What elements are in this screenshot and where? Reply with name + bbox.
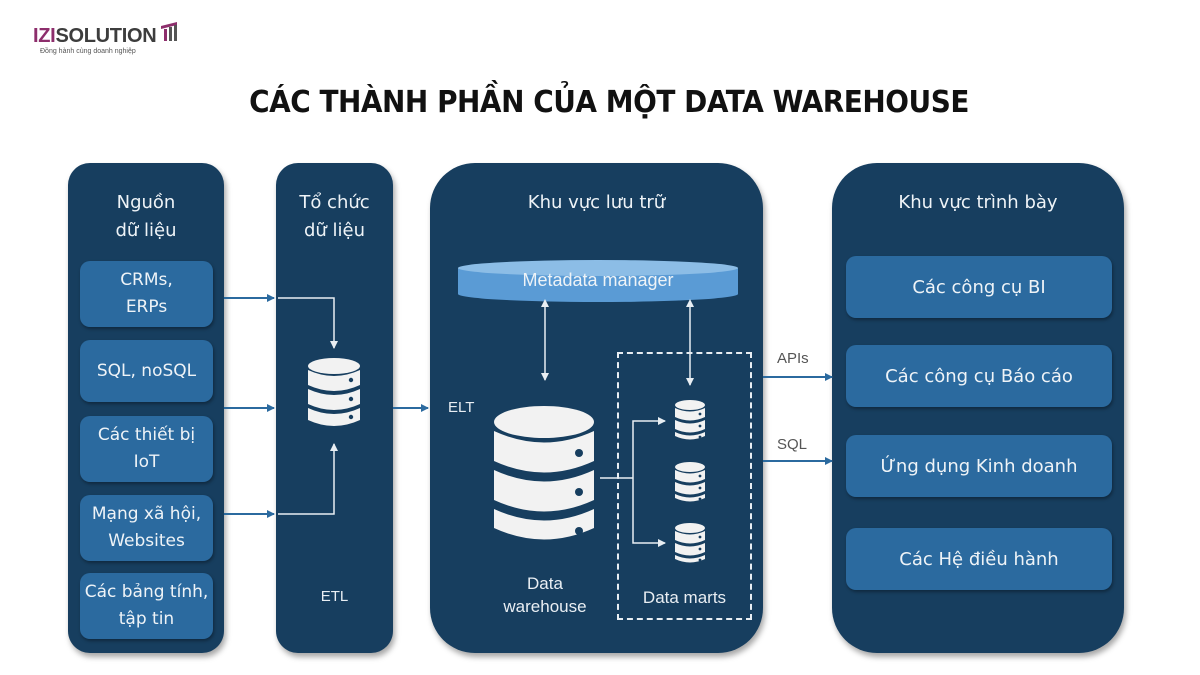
source-item-line2: tập tin — [118, 609, 175, 629]
sources-title: Nguồn dữ liệu — [68, 189, 224, 245]
source-item-line1: CRMs, — [120, 270, 173, 290]
data-warehouse-label: Data warehouse — [480, 572, 610, 618]
panel-presentation-area: Khu vực trình bày Các công cụ BI Các côn… — [832, 163, 1124, 653]
organization-title-line1: Tổ chức — [299, 192, 370, 213]
presentation-item-bi-tools: Các công cụ BI — [846, 256, 1112, 318]
data-marts-label: Data marts — [642, 588, 727, 607]
logo-mark-icon — [161, 22, 178, 41]
sql-connector-label: SQL — [777, 436, 808, 453]
apis-connector-label: APIs — [777, 350, 809, 367]
source-item-line2: IoT — [133, 452, 160, 472]
etl-label: ETL — [320, 588, 349, 605]
source-item-sql: SQL, noSQL — [80, 340, 213, 402]
panel-data-organization: Tổ chức dữ liệu ETL — [276, 163, 393, 653]
logo-brand-suffix: SOLUTION — [55, 25, 157, 47]
data-warehouse-label-line2: warehouse — [503, 597, 587, 616]
page-title: CÁC THÀNH PHẦN CỦA MỘT DATA WAREHOUSE — [249, 85, 969, 120]
source-item-line2: Websites — [108, 531, 185, 551]
source-item-line1: Các thiết bị — [97, 425, 196, 445]
source-item-social-web: Mạng xã hội, Websites — [80, 495, 213, 561]
source-item-line1: SQL, noSQL — [96, 360, 197, 381]
sources-title-line1: Nguồn — [116, 192, 176, 213]
presentation-item-business-apps: Ứng dụng Kinh doanh — [846, 435, 1112, 497]
metadata-manager-cylinder — [458, 260, 738, 302]
organization-title: Tổ chức dữ liệu — [276, 189, 393, 245]
storage-title: Khu vực lưu trữ — [527, 192, 666, 213]
logo-brand-prefix: IZI — [33, 25, 56, 47]
source-item-iot: Các thiết bị IoT — [80, 416, 213, 482]
presentation-title: Khu vực trình bày — [898, 192, 1058, 213]
source-item-line2: ERPs — [125, 297, 168, 317]
organization-title-line2: dữ liệu — [303, 220, 366, 241]
data-marts-group — [617, 352, 752, 620]
elt-label: ELT — [448, 399, 475, 416]
source-item-line1: Các bảng tính, — [84, 582, 209, 602]
presentation-item-reporting-tools: Các công cụ Báo cáo — [846, 345, 1112, 407]
sources-title-line2: dữ liệu — [115, 220, 177, 241]
source-item-crm-erp: CRMs, ERPs — [80, 261, 213, 327]
source-to-etl-arrows — [224, 294, 275, 518]
panel-storage-area: Khu vực lưu trữ ELT — [430, 163, 763, 653]
source-item-spreadsheets: Các bảng tính, tập tin — [80, 573, 213, 639]
data-warehouse-label-line1: Data — [527, 574, 563, 593]
presentation-item-operating-systems: Các Hệ điều hành — [846, 528, 1112, 590]
metadata-manager-label: Metadata manager — [522, 270, 674, 290]
source-item-line1: Mạng xã hội, — [91, 504, 202, 524]
panel-data-sources: Nguồn dữ liệu CRMs, ERPs SQL, noSQL Các t… — [68, 163, 224, 653]
logo-tagline: Đồng hành cùng doanh nghiệp — [40, 48, 136, 55]
